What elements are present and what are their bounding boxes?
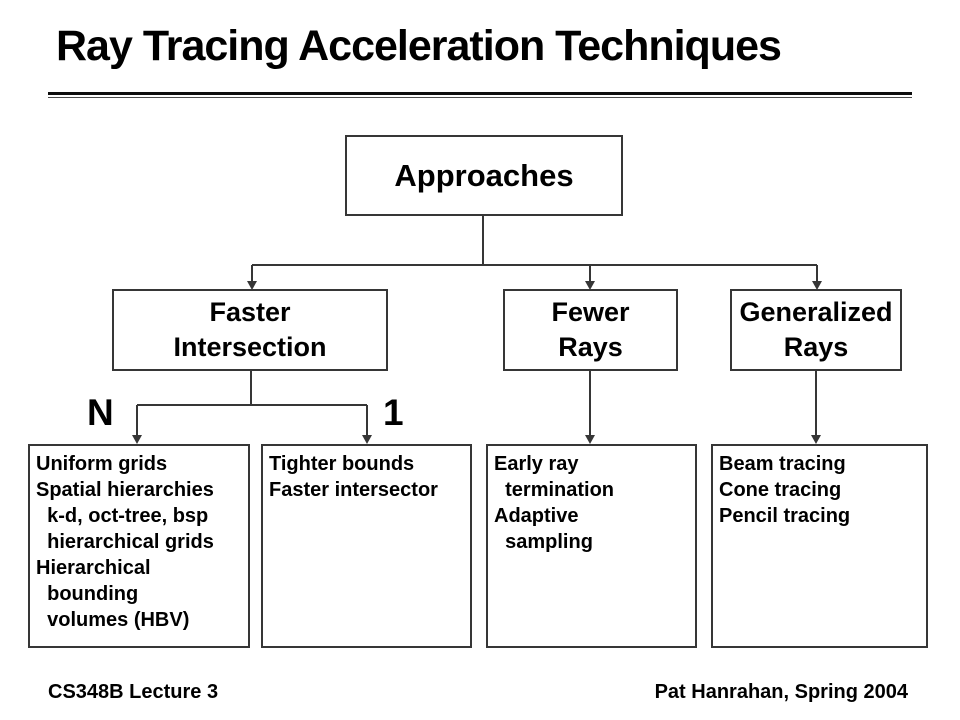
- tighter-bounds-box: Tighter bounds Faster intersector: [261, 444, 472, 648]
- arrowhead-beam: [811, 435, 821, 444]
- edge-label-n: N: [87, 392, 114, 433]
- uniform-grids-box: Uniform grids Spatial hierarchies k-d, o…: [28, 444, 250, 648]
- faster-intersection-label: Faster Intersection: [173, 297, 327, 362]
- fewer-rays-box: Fewer Rays: [503, 289, 678, 371]
- fewer-rays-label: Fewer Rays: [551, 297, 630, 362]
- footer-course: CS348B Lecture 3: [48, 681, 219, 703]
- generalized-rays-label: Generalized Rays: [739, 297, 893, 362]
- arrowhead-tighter: [362, 435, 372, 444]
- generalized-rays-box: Generalized Rays: [730, 289, 902, 371]
- arrowhead-uniform: [132, 435, 142, 444]
- edge-label-one: 1: [383, 392, 404, 433]
- approaches-box: Approaches: [345, 135, 623, 216]
- footer-author: Pat Hanrahan, Spring 2004: [654, 681, 908, 703]
- title-divider: [48, 92, 912, 98]
- faster-intersection-box: Faster Intersection: [112, 289, 388, 371]
- approaches-label: Approaches: [394, 157, 574, 193]
- early-ray-termination-box: Early ray termination Adaptive sampling: [486, 444, 697, 648]
- slide-title: Ray Tracing Acceleration Techniques: [56, 22, 782, 70]
- arrowhead-early: [585, 435, 595, 444]
- beam-tracing-box: Beam tracing Cone tracing Pencil tracing: [711, 444, 928, 648]
